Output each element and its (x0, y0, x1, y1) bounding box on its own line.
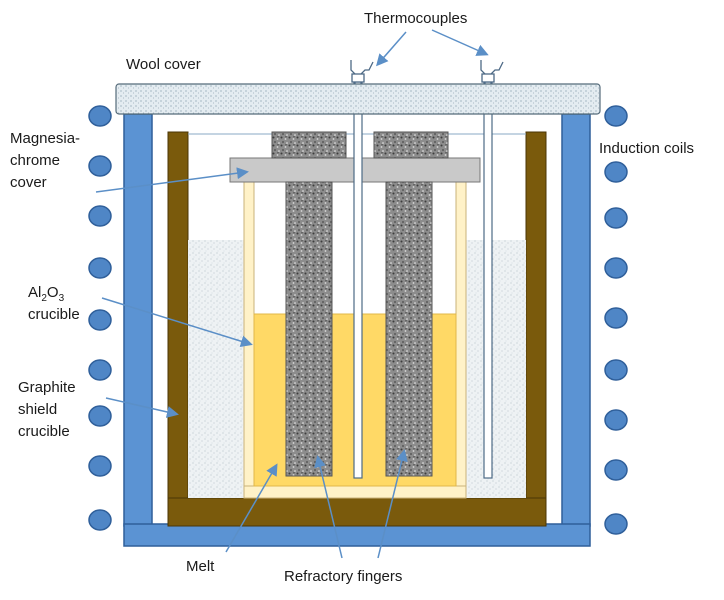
coil-right-7 (604, 409, 628, 431)
coil-left-2 (88, 155, 112, 177)
coil-left-7 (88, 405, 112, 427)
thermocouple-tube-right (483, 81, 493, 479)
crucible-wall-left (243, 181, 255, 497)
graphite-label-line1: Graphite (18, 379, 76, 396)
coil-left-4 (88, 257, 112, 279)
al2o3-sub2: 2 (41, 293, 47, 304)
refractory-fingers-label: Refractory fingers (284, 568, 402, 585)
thermocouples-label: Thermocouples (364, 10, 467, 27)
thermocouples-arrow-right (431, 29, 489, 56)
thermocouple-head-left (350, 60, 374, 84)
graphite-label-line3: crucible (18, 423, 70, 440)
coil-left-6 (88, 359, 112, 381)
coil-right-3 (604, 207, 628, 229)
thermocouples-arrow-left (376, 31, 407, 67)
magnesia-label-line2: chrome (10, 152, 60, 169)
melt-arrow (225, 463, 278, 553)
refractory-arrow-right (377, 449, 408, 559)
al2o3-al: Al (28, 284, 41, 301)
graphite-wall-right (525, 131, 547, 503)
al2o3-o: O (47, 284, 59, 301)
al2o3-label-line1: Al2O3 (28, 284, 65, 304)
coil-left-5 (88, 309, 112, 331)
magnesia-label-line3: cover (10, 174, 47, 191)
coil-right-4 (604, 257, 628, 279)
al2o3-label-line2: crucible (28, 306, 80, 323)
crucible-wall-right (455, 181, 467, 497)
melt-label: Melt (186, 558, 215, 575)
coil-right-5 (604, 307, 628, 329)
leader-lines (95, 29, 489, 559)
wool-cover (115, 83, 601, 115)
magnesia-label-line1: Magnesia- (10, 130, 80, 147)
coil-left-9 (88, 509, 112, 531)
induction-coils-right (604, 105, 628, 535)
graphite-arrow (105, 397, 179, 418)
thermocouple-head-right (480, 60, 504, 84)
coil-right-2 (604, 161, 628, 183)
refractory-finger-right (385, 181, 433, 477)
refractory-cap-left (271, 131, 347, 159)
al2o3-arrow (101, 297, 253, 348)
induction-coils-label: Induction coils (599, 140, 694, 157)
outer-base (123, 523, 591, 547)
thermocouple-tube-left (353, 81, 363, 479)
coil-left-8 (88, 455, 112, 477)
refractory-arrow-left (314, 455, 343, 559)
refractory-cap-right (373, 131, 449, 159)
coil-left-3 (88, 205, 112, 227)
al2o3-sub3: 3 (59, 293, 65, 304)
graphite-label-line2: shield (18, 401, 57, 418)
coil-left-1 (88, 105, 112, 127)
magnesia-arrow (95, 167, 249, 193)
outer-wall-left (123, 113, 153, 527)
insulation-left (188, 240, 244, 498)
wool-cover-label: Wool cover (126, 56, 201, 73)
coil-right-1 (604, 105, 628, 127)
graphite-base (167, 497, 547, 527)
refractory-finger-left (285, 181, 333, 477)
insulation-right (466, 240, 526, 498)
coil-right-6 (604, 359, 628, 381)
coil-right-9 (604, 513, 628, 535)
induction-coils-left (88, 105, 112, 531)
graphite-wall-left (167, 131, 189, 503)
coil-right-8 (604, 459, 628, 481)
outer-wall-right (561, 113, 591, 527)
crucible-base (243, 485, 467, 499)
